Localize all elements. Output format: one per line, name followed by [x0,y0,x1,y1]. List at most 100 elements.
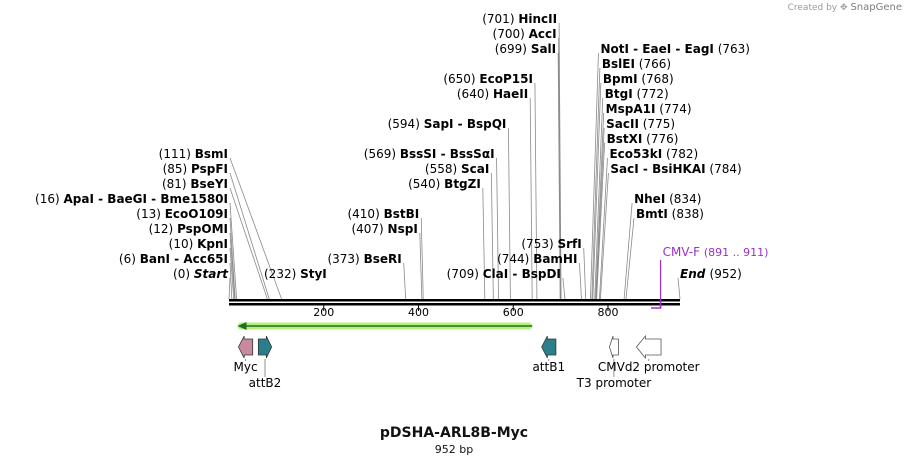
site-sacii[interactable]: SacII (775) [606,117,675,131]
backbone-bottom-strand [229,303,680,306]
site-bslei[interactable]: BslEI (766) [602,57,671,71]
site-pspfi[interactable]: (85) PspFI [163,162,228,176]
leader-line [579,262,582,300]
svg-text:(12) PspOMI: (12) PspOMI [149,222,228,236]
enzyme-srfi: SrfI [557,237,581,251]
enzyme-eaei: EaeI [642,42,671,56]
leader-line [496,157,499,300]
svg-text:(0) Start: (0) Start [173,267,229,281]
site-bamhi[interactable]: (744) BamHI [497,252,577,266]
site-bmti[interactable]: BmtI (838) [636,207,704,221]
enzyme-mspa1i: MspA1I [606,102,656,116]
site-bseyi[interactable]: (81) BseYI [162,177,228,191]
primer-label[interactable]: CMV-F (891 .. 911) [663,245,769,259]
site-position: (558) [425,162,461,176]
svg-text:(81) BseYI: (81) BseYI [162,177,228,191]
enzyme-bamhi: BamHI [533,252,577,266]
snapgene-logo-icon: ✥ [840,3,848,13]
leader-line [229,262,233,300]
svg-text:(650) EcoP15I: (650) EcoP15I [443,72,533,86]
site-scai[interactable]: (558) ScaI [425,162,489,176]
leader-line [594,97,604,300]
site-haeii[interactable]: (640) HaeII [457,87,528,101]
leader-line [558,37,562,300]
site-eco53ki[interactable]: Eco53kI (782) [609,147,698,161]
svg-text:NotI - EaeI - EagI (763): NotI - EaeI - EagI (763) [600,42,750,56]
site-nhei[interactable]: NheI (834) [634,192,701,206]
site-saci-bsihkai[interactable]: SacI - BsiHKAI (784) [610,162,741,176]
enzyme-btgzi: BtgZI [444,177,481,191]
site-acci[interactable]: (700) AccI [493,27,557,41]
enzyme-styi: StyI [300,267,327,281]
site-styi[interactable]: (232) StyI [264,267,327,281]
site-position: (85) [163,162,191,176]
site-btgzi[interactable]: (540) BtgZI [408,177,481,191]
site-nspi[interactable]: (407) NspI [351,222,417,236]
site-position: (650) [443,72,479,86]
site-pspomi[interactable]: (12) PspOMI [149,222,228,236]
site-end[interactable]: End (952) [680,267,742,281]
site-noti-eaei-eagi[interactable]: NotI - EaeI - EagI (763) [600,42,750,56]
svg-text:(85) PspFI: (85) PspFI [163,162,228,176]
feature-attb2[interactable]: attB2 [249,335,282,390]
site-sapi-bspqi[interactable]: (594) SapI - BspQI [388,117,507,131]
enzyme-bseri: BseRI [364,252,402,266]
leader-line [557,52,561,300]
site-position: (700) [493,27,529,41]
enzyme-ecop15i: EcoP15I [479,72,533,86]
site-srfi[interactable]: (753) SrfI [521,237,581,251]
enzyme-pspomi: PspOMI [177,222,228,236]
enzyme-bseyi: BseYI [190,177,228,191]
leader-line [229,202,237,300]
site-position: (407) [351,222,387,236]
svg-text:(16) ApaI - BaeGI - Bme15: (16) ApaI - BaeGI - Bme1580I [35,192,228,206]
site-start[interactable]: (0) Start [173,267,229,281]
leader-line [583,247,587,300]
leader-line [592,82,602,300]
leader-line [625,217,635,300]
primer-name: CMV-F [663,245,704,259]
site-bstxi[interactable]: BstXI (776) [607,132,679,146]
feature-t3-promoter[interactable]: T3 promoter [576,335,652,390]
site-position: (13) [136,207,164,221]
site-mspa1i[interactable]: MspA1I (774) [606,102,692,116]
site-hincii[interactable]: (701) HincII [482,12,557,26]
site-position: (838) [668,207,704,221]
site-clai-bspdi[interactable]: (709) ClaI - BspDI [447,267,561,281]
site-ecop15i[interactable]: (650) EcoP15I [443,72,533,86]
svg-text:BstXI (776): BstXI (776) [607,132,679,146]
site-sali[interactable]: (699) SalI [495,42,556,56]
primer-arrow-icon [651,300,662,309]
site-position: (782) [662,147,698,161]
feature-cmvd2-promoter[interactable]: CMVd2 promoter [598,334,700,374]
attb2-arrow-icon [257,335,273,359]
site-bpmi[interactable]: BpmI (768) [603,72,674,86]
enzyme-kpni: KpnI [197,237,228,251]
leader-line [591,67,601,300]
site-bsssi-bsss-i[interactable]: (569) BssSI - BssSαI [364,147,495,161]
enzyme-apai: ApaI [64,192,94,206]
site-bsmi[interactable]: (111) BsmI [159,147,228,161]
ruler-label-800: 800 [597,306,618,319]
site-position: (768) [638,72,674,86]
site-position: (16) [35,192,63,206]
primer-cmv-f: CMV-F (891 .. 911) [651,245,769,309]
svg-text:(753) SrfI: (753) SrfI [521,237,581,251]
site-ecoo109i[interactable]: (13) EcoO109I [136,207,228,221]
site-btgi[interactable]: BtgI (772) [605,87,669,101]
site-bani-acc65i[interactable]: (6) BanI - Acc65I [119,252,228,266]
svg-text:(558) ScaI: (558) ScaI [425,162,489,176]
leader-line [419,232,423,300]
watermark-prefix: Created by [787,3,838,13]
site-kpni[interactable]: (10) KpnI [169,237,228,251]
site-bstbi[interactable]: (410) BstBI [347,207,419,221]
feature-myc[interactable]: Myc [234,335,258,374]
ruler-label-400: 400 [408,306,429,319]
enzyme-acc65i: Acc65I [183,252,228,266]
site-apai-baegi-bme1580i[interactable]: (16) ApaI - BaeGI - Bme1580I [35,192,228,206]
leader-line [599,157,608,300]
site-bseri[interactable]: (373) BseRI [327,252,401,266]
enzyme-bpmi: BpmI [603,72,638,86]
feature-attb1[interactable]: attB1 [532,335,565,374]
